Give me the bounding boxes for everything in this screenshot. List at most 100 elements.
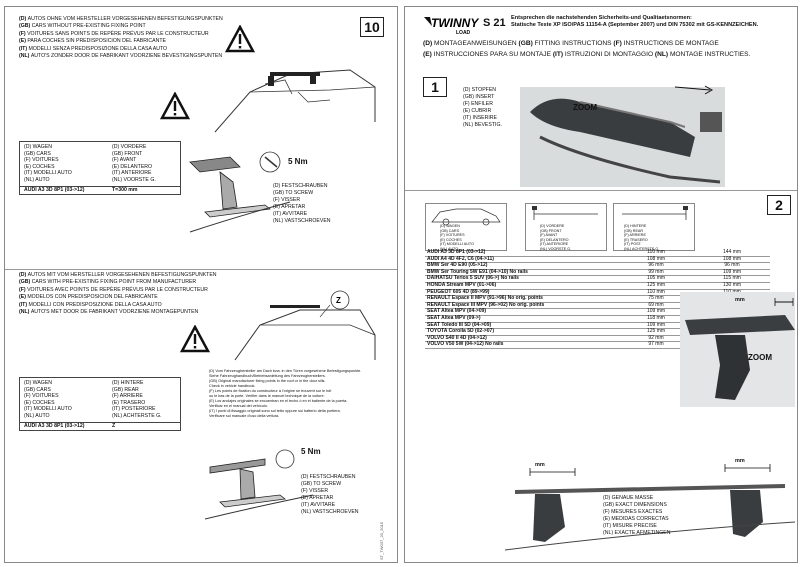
vehicle-name: RENAULT Espace III MPV (96->02) No orig.… xyxy=(425,302,618,310)
end-cap-drawing xyxy=(530,85,722,184)
table-label: (D) VORDERE xyxy=(112,144,147,150)
legend-line: (D) WAGEN xyxy=(440,224,460,228)
car-rear-fixing-drawing: Z xyxy=(234,290,376,361)
table-label: (IT) MODELLI AUTO xyxy=(24,406,72,413)
vehicle-name: SEAT Toledo III 5D (04->09) xyxy=(425,322,618,330)
front-position-table: (D) WAGEN(GB) CARS(F) VOITURES(E) COCHES… xyxy=(19,141,181,195)
foot-tightening-drawing xyxy=(205,449,314,520)
legend-line: (E) COCHES xyxy=(440,237,462,242)
legend-line: (E) CUBRIR xyxy=(463,108,492,114)
legend-line: (GB) REAR xyxy=(624,228,644,233)
notice-text: VOITURES SANS POINTS DE REPÈRE PRÉVUS PA… xyxy=(27,30,209,37)
notice-line: (GB) CARS WITH PRE-EXISTING FIXING POINT… xyxy=(19,279,217,286)
rear-measure: 115 mm xyxy=(694,276,770,283)
vehicle-model: AUDI A3 3D 8P1 (03->12) xyxy=(24,422,85,429)
front-measure: 110 mm xyxy=(618,289,694,297)
vehicle-model: AUDI A3 3D 8P1 (03->12) xyxy=(24,186,85,193)
table-label: (F) VOITURES xyxy=(24,157,59,164)
table-label: (GB) CARS xyxy=(24,150,51,157)
language-code: (GB) xyxy=(518,40,535,47)
foot-tightening-drawing xyxy=(189,151,291,233)
legend-line: (E) MEDIDAS CORRECTAS xyxy=(603,516,669,522)
section-divider xyxy=(5,269,397,270)
vehicle-name: BMW Ser 4D E90 (05->12) xyxy=(425,263,618,270)
document-code: ST_TW037_20_2015 xyxy=(379,521,384,560)
svg-text:LOAD: LOAD xyxy=(456,30,471,36)
notice-text: MODELLI CON PREDISPOSIZIONE DELLA CASA A… xyxy=(28,301,162,308)
notice-text: MODELOS CON PREDISPOSICION DEL FABRICANT… xyxy=(27,294,158,301)
table-label: (F) ARRIERE xyxy=(112,393,143,400)
note-line: Verificare sul manuale d'uso della vettu… xyxy=(209,414,280,418)
instructions-line: (D) MONTAGEANWEISUNGEN (GB) FITTING INST… xyxy=(423,40,719,47)
notice-line: (GB) CARS WITHOUT PRE-EXISTING FIXING PO… xyxy=(19,23,223,30)
mm-label: mm xyxy=(735,297,745,303)
warning-icon xyxy=(160,92,190,120)
notice-line: (NL) AUTO'S MET DOOR DE FABRIKANT VOORZI… xyxy=(19,309,217,316)
table-label: (NL) VOORSTE G. xyxy=(112,176,156,183)
legend-line: (NL) VASTSCHROEVEN xyxy=(301,509,359,515)
front-measure: 125 mm xyxy=(618,282,694,290)
legend-line: (E) DELANTERO xyxy=(540,237,569,242)
language-code: (NL) xyxy=(654,51,670,58)
note-line: Check in vehicle handbook. xyxy=(209,384,256,388)
note-line: (GB) Original manufacturer fixing points… xyxy=(209,379,326,383)
front-measure: 109 mm xyxy=(618,322,694,330)
bar-dimension-drawing xyxy=(505,464,795,551)
note-line: (F) Les points de fixation du constructe… xyxy=(209,389,332,393)
language-code: (D) xyxy=(423,40,434,47)
notice-with-fixing-points: (D) AUTOS MIT VOM HERSTELLER VORGESEHENE… xyxy=(19,272,217,316)
rear-measure: 109 mm xyxy=(694,269,770,277)
rear-measure: 144 mm xyxy=(694,249,770,257)
notice-text: AUTOS OHNE VOM HERSTELLER VORGESEHENEN B… xyxy=(27,16,223,22)
legend-line: (NL) BEVESTIG. xyxy=(463,122,502,128)
language-code: (GB) xyxy=(19,23,32,30)
front-measure: 69 mm xyxy=(618,302,694,310)
notice-text: AUTO'S ZONDER DOOR DE FABRIKANT VOORZIEN… xyxy=(30,53,223,60)
notice-text: PARA COCHES SIN PREDISPOSICION DEL FABRI… xyxy=(27,38,167,45)
table-label: (GB) CARS xyxy=(24,386,51,393)
notice-text: CARS WITHOUT PRE-EXISTING FIXING POINT xyxy=(31,23,146,30)
language-code: (IT) xyxy=(19,301,29,308)
language-code: (NL) xyxy=(19,309,31,316)
notice-text: AUTO'S MET DOOR DE FABRIKANT VOORZIENE M… xyxy=(30,309,199,316)
screw-legend: (D) FESTSCHRAUBEN(GB) TO SCREW(F) VISSER… xyxy=(301,474,359,516)
language-code: (GB) xyxy=(19,279,32,286)
front-measure: 99 mm xyxy=(618,269,694,277)
legend-line: (IT) AVVITARE xyxy=(273,211,308,217)
table-label: (D) HINTERE xyxy=(112,380,144,386)
language-code: (F) xyxy=(19,286,28,293)
instruction-text: ISTRUZIONI DI MONTAGGIO xyxy=(564,51,655,58)
front-measure: 96 mm xyxy=(618,263,694,270)
table-label: (F) VOITURES xyxy=(24,393,59,400)
model-code: S 21 xyxy=(483,17,506,29)
front-measure: 75 mm xyxy=(618,296,694,303)
vehicle-name: HONDA Stream MPV (01->06) xyxy=(425,282,618,290)
language-code: (E) xyxy=(19,294,28,301)
front-measure: 109 mm xyxy=(618,309,694,316)
note-line: (IT) I punti di fissaggio originali sono… xyxy=(209,409,341,413)
svg-text:Z: Z xyxy=(336,296,341,305)
left-page: 10 (D) AUTOS OHNE VOM HERSTELLER VORGESE… xyxy=(4,6,398,563)
rear-measure: 130 mm xyxy=(694,282,770,290)
language-code: (IT) xyxy=(552,51,565,58)
zoom-label: ZOOM xyxy=(573,103,597,112)
front-diagram-box: (D) VORDERE(GB) FRONT(F) AVANT(E) DELANT… xyxy=(525,203,607,251)
table-label: (GB) FRONT xyxy=(112,150,143,157)
legend-line: (GB) TO SCREW xyxy=(273,190,314,196)
notice-text: AUTOS MIT VOM HERSTELLER VORGESEHENEN BE… xyxy=(27,272,217,278)
language-code: (E) xyxy=(423,51,434,58)
stopper-legend: (D) STOPFEN(GB) INSERT(F) ENFILER(E) CUB… xyxy=(463,87,502,129)
notice-line: (F) VOITURES SANS POINTS DE REPÈRE PRÉVU… xyxy=(19,31,223,38)
zoom-label: ZOOM xyxy=(748,353,772,362)
notice-text: VOITURES AVEC POINTS DE REPÈRE PRÉVUS PA… xyxy=(27,286,208,293)
table-label: (IT) POSTERIORE xyxy=(112,406,156,413)
car-roof-front-drawing xyxy=(214,69,376,133)
front-legend: (D) VORDERE(GB) FRONT(F) AVANT(E) DELANT… xyxy=(540,224,571,252)
legend-line: (NL) VOORSTE G. xyxy=(540,246,572,251)
instruction-text: MONTAGE INSTRUCTIES. xyxy=(669,51,751,58)
notice-line: (D) AUTOS OHNE VOM HERSTELLER VORGESEHEN… xyxy=(19,16,223,23)
note-line: ou le bas de la porte. Vérifier dans le … xyxy=(209,394,325,398)
position-value: Z xyxy=(112,422,116,429)
front-measure: 92 mm xyxy=(618,335,694,343)
